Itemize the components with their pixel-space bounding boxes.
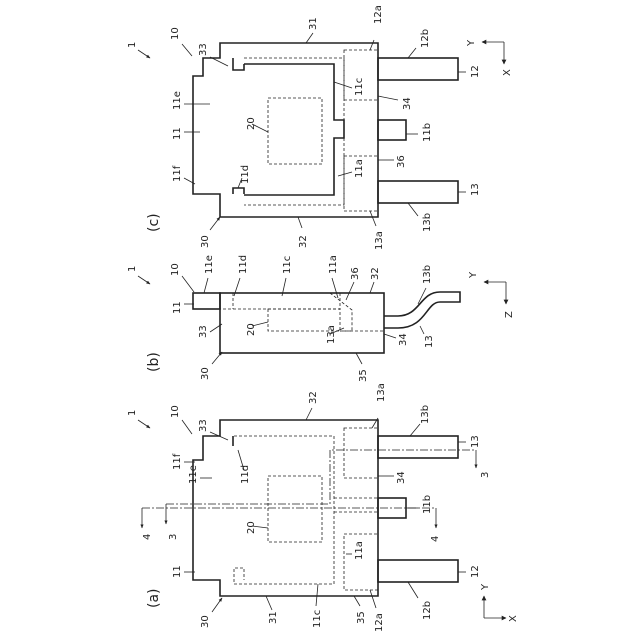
label-13a: 13a [374, 231, 385, 250]
label-12a: 12a [373, 5, 384, 24]
label-10: 10 [170, 263, 181, 276]
chip-20 [268, 98, 322, 164]
label-32: 32 [308, 391, 319, 404]
label-4-left: 4 [142, 534, 153, 540]
label-12: 12 [470, 65, 481, 78]
label-13: 13 [424, 335, 435, 348]
axis-x: X [502, 69, 513, 76]
label-11b: 11b [422, 123, 433, 142]
label-11a: 11a [354, 541, 365, 560]
axis-y: Y [480, 583, 491, 591]
label-32: 32 [370, 267, 381, 280]
label-11: 11 [172, 565, 183, 578]
label-13b: 13b [422, 265, 433, 284]
label-35: 35 [356, 611, 367, 624]
label-11: 11 [172, 127, 183, 140]
axis-y: Y [466, 39, 477, 47]
label-1: 1 [127, 266, 138, 272]
label-30: 30 [200, 235, 211, 248]
axis-indicator-a: Y X [480, 583, 519, 622]
label-13b: 13b [422, 213, 433, 232]
axis-y: Y [468, 271, 479, 279]
label-10: 10 [170, 405, 181, 418]
label-13: 13 [470, 183, 481, 196]
label-11b: 11b [422, 495, 433, 514]
resin-body-30 [220, 293, 384, 353]
lead-13 [384, 292, 460, 328]
notch-33 [233, 58, 244, 70]
label-20: 20 [246, 117, 257, 130]
label-12b: 12b [422, 601, 433, 620]
view-c: (c) 1 10 31 12a 12b 12 33 11e 11 [127, 5, 513, 250]
label-11a: 11a [328, 255, 339, 274]
label-11f: 11f [172, 453, 183, 470]
label-33: 33 [198, 419, 209, 432]
notch-11d [233, 188, 244, 194]
label-3-left: 3 [168, 534, 179, 540]
label-13: 13 [470, 435, 481, 448]
label-32: 32 [298, 235, 309, 248]
label-11d: 11d [240, 165, 251, 184]
label-11d: 11d [238, 255, 249, 274]
lead-12 [378, 560, 458, 582]
label-33: 33 [198, 325, 209, 338]
label-30: 30 [200, 367, 211, 380]
label-11c: 11c [282, 256, 293, 274]
label-13a: 13a [376, 383, 387, 402]
axis-z: Z [504, 311, 515, 318]
label-36: 36 [350, 267, 361, 280]
label-11d: 11d [240, 465, 251, 484]
label-12b: 12b [420, 29, 431, 48]
label-11: 11 [172, 301, 183, 314]
label-34: 34 [402, 97, 413, 110]
label-34: 34 [398, 333, 409, 346]
label-1: 1 [127, 410, 138, 416]
lead-13 [378, 181, 458, 203]
resin-body-30 [193, 43, 378, 217]
die-pad-11c [220, 293, 340, 309]
label-11f: 11f [172, 165, 183, 182]
label-31: 31 [308, 17, 319, 30]
die-pad-11 [244, 64, 344, 195]
label-11e: 11e [172, 91, 183, 110]
label-12a: 12a [374, 613, 385, 632]
lead-12 [378, 58, 458, 80]
label-1: 1 [127, 42, 138, 48]
label-11e: 11e [188, 465, 199, 484]
label-35: 35 [358, 369, 369, 382]
view-a: (a) 1 10 32 33 13a 13b 13 [127, 383, 519, 632]
caption-c: (c) [146, 213, 162, 232]
lead-13 [378, 436, 458, 458]
view-b: (b) 1 10 11e 11d 11c 11a 36 32 13b 11 3 [127, 255, 515, 382]
label-12: 12 [470, 565, 481, 578]
label-13b: 13b [420, 405, 431, 424]
label-20: 20 [246, 521, 257, 534]
label-10: 10 [170, 27, 181, 40]
label-36: 36 [396, 155, 407, 168]
caption-a: (a) [146, 588, 162, 608]
label-13a: 13a [326, 325, 337, 344]
lead-frame-11 [193, 293, 220, 309]
chip-20 [268, 476, 322, 542]
die-pad-outline-11c [244, 58, 344, 205]
die-pad-outline-11c [234, 436, 334, 584]
lead-11b [378, 120, 406, 140]
label-4-right: 4 [430, 536, 441, 542]
label-34: 34 [396, 471, 407, 484]
label-11c: 11c [354, 78, 365, 96]
caption-b: (b) [146, 352, 162, 372]
lead-region-13a [344, 428, 378, 478]
label-33: 33 [198, 43, 209, 56]
label-11e: 11e [204, 255, 215, 274]
axis-x: X [508, 615, 519, 622]
label-31: 31 [268, 611, 279, 624]
label-11a: 11a [354, 159, 365, 178]
lead-11b-inner [334, 498, 378, 512]
label-30: 30 [200, 615, 211, 628]
axis-indicator-b: Y Z [468, 271, 515, 318]
label-3-right: 3 [480, 472, 491, 478]
label-11c: 11c [312, 610, 323, 628]
